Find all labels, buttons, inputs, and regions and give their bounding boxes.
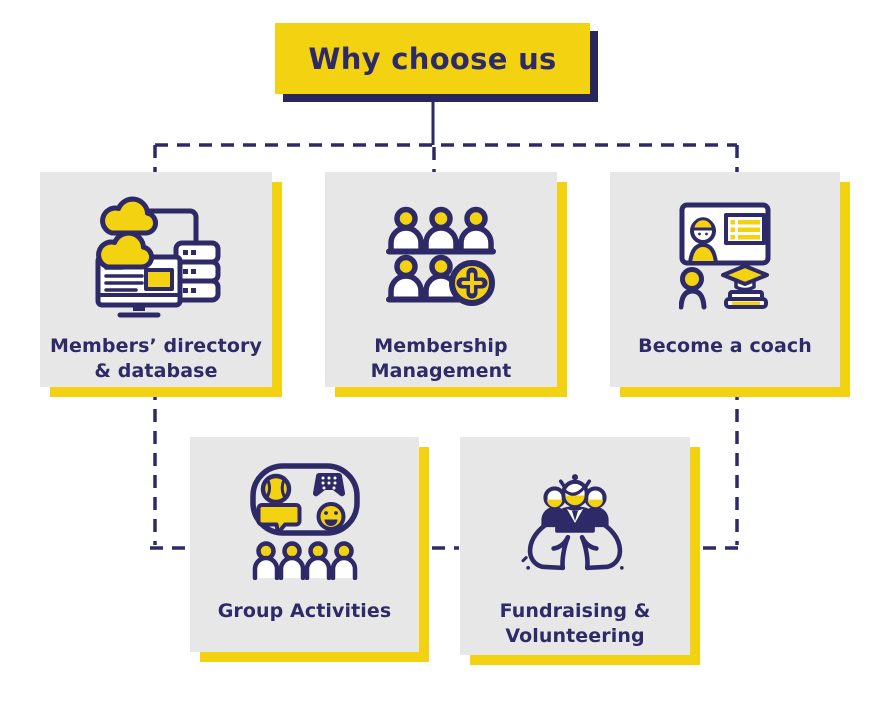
membership-management-icon-wrap bbox=[385, 192, 497, 320]
page-title: Why choose us bbox=[308, 41, 557, 76]
card-group-activities: Group Activities bbox=[190, 437, 419, 652]
title-banner: Why choose us bbox=[275, 23, 590, 94]
membership-management-icon bbox=[386, 206, 496, 306]
card-label: Become a coach bbox=[638, 335, 812, 357]
card-become-a-coach: Become a coach bbox=[610, 172, 840, 387]
card-members-directory: Members’ directory & database bbox=[40, 172, 272, 387]
members-directory-icon-wrap bbox=[88, 192, 224, 320]
card-label: Membership Management bbox=[370, 335, 512, 383]
card-membership-management: Membership Management bbox=[325, 172, 557, 387]
fundraising-volunteering-icon bbox=[521, 474, 624, 571]
become-coach-icon-wrap bbox=[679, 192, 771, 320]
group-activities-icon-wrap bbox=[249, 457, 361, 585]
card-label: Group Activities bbox=[217, 600, 392, 622]
card-fundraising-volunteering: Fundraising & Volunteering bbox=[460, 437, 690, 655]
members-directory-icon bbox=[95, 196, 221, 318]
group-activities-icon bbox=[249, 463, 360, 580]
fundraising-volunteering-icon-wrap bbox=[520, 457, 630, 585]
become-coach-icon bbox=[679, 202, 771, 310]
card-label: Fundraising & Volunteering bbox=[499, 600, 651, 648]
card-label: Members’ directory & database bbox=[50, 335, 262, 383]
